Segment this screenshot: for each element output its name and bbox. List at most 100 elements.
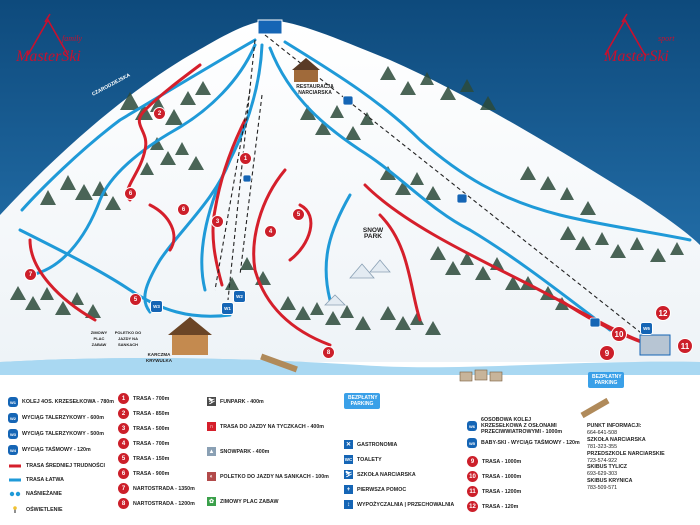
legend-label: TRASA ŚREDNIEJ TRUDNOŚCI (26, 463, 105, 469)
logo-left-brand: Master (16, 48, 62, 65)
legend-trail-10: 10 TRASA - 1000m (467, 471, 521, 482)
legend-label: TRASA ŁATWA (26, 477, 64, 483)
contact-ski-school-phone: 781-323-355 (587, 443, 618, 450)
legend-label: PIERWSZA POMOC (357, 486, 407, 493)
contact-info-phone: 664-641-508 (587, 429, 618, 436)
rental-icon: ↕ (344, 500, 353, 509)
legend-ski-school: ⛷ SZKOŁA NARCIARSKA (344, 470, 416, 479)
lift-lines (214, 34, 651, 341)
lift-badge: W5 (467, 438, 477, 448)
parking-label-bottom: BEZPŁATNY PARKING (588, 372, 624, 388)
trail-badge: 6 (118, 468, 129, 479)
legend-trail-1: 1 TRASA - 700m (118, 393, 169, 404)
map-trail-2: 2 (153, 107, 166, 120)
wc-icon: WC (344, 455, 353, 464)
map-trail-1: 1 (239, 152, 252, 165)
trail-badge: 1 (118, 393, 129, 404)
legend-label: BABY-SKI - WYCIĄG TAŚMOWY - 120m (481, 440, 580, 446)
legend-label: TRASA - 850m (133, 410, 170, 417)
snowpark-icon: ▲ (207, 447, 216, 456)
legend-label: SZKOŁA NARCIARSKA (357, 471, 416, 478)
label-karczma: KARCZMA KRYWULKA (145, 352, 173, 363)
houses (459, 369, 503, 382)
legend-trail-9: 9 TRASA - 1000m (467, 456, 521, 467)
legend-tube: ∩TRASA DO JAZDY NA TYCZKACH - 400m (207, 422, 324, 431)
legend-label: TRASA - 1000m (482, 458, 522, 465)
legend-label: GASTRONOMIA (357, 441, 398, 448)
legend-lift-w3: W3 WYCIĄG TALERZYKOWY - 500m (8, 429, 104, 439)
logo-left-mark (27, 13, 69, 56)
trail-badge: 3 (118, 423, 129, 434)
lift-badge: W3 (8, 429, 18, 439)
map-trail-5b: 5 (129, 293, 142, 306)
logo-left: MasterSki (16, 48, 81, 66)
map-trail-3: 3 (211, 215, 224, 228)
legend-label: TRASA DO JAZDY NA TYCZKACH - 400m (220, 423, 324, 430)
snowpark-features (324, 259, 391, 306)
legend-label: WYPOŻYCZALNIA | PRZECHOWALNIA (357, 501, 455, 508)
label-snowpark: SNOW PARK (362, 227, 384, 240)
legend-label: WYCIĄG TALERZYKOWY - 600m (22, 415, 104, 421)
sled-icon: ◐ (207, 472, 216, 481)
trail-badge: 5 (118, 453, 129, 464)
restaurant-building (292, 58, 320, 82)
lift-badge: W2 (8, 413, 18, 423)
map-trail-6: 6 (124, 187, 137, 200)
legend-label: WYCIĄG TAŚMOWY - 120m (22, 447, 91, 453)
contact-title: PUNKT INFORMACJI: (587, 423, 642, 429)
intermediate-trails (28, 63, 652, 347)
legend-label: 6OSOBOWA KOLEJ KRZESEŁKOWA Z OSŁONAMI PR… (481, 417, 563, 435)
contact-ski-school: SZKOŁA NARCIARSKA (587, 436, 646, 443)
trail-badge: 10 (467, 471, 478, 482)
legend-sled: ◐ POLETKO DO JAZDY NA SANKACH - 100m (207, 472, 329, 481)
legend-label: SNOWPARK - 400m (220, 448, 270, 455)
legend-label: TRASA - 900m (133, 470, 170, 477)
map-trail-9: 9 (599, 345, 615, 361)
trail-badge: 2 (118, 408, 129, 419)
logo-left-brand-accent: Ski (61, 48, 81, 65)
contact-skibus-tylicz: SKIBUS TYLICZ (587, 464, 628, 471)
legend-label: FUNPARK - 400m (220, 398, 264, 405)
legend-trail-6: 6 TRASA - 900m (118, 468, 169, 479)
trail-badge: 4 (118, 438, 129, 449)
legend-label: TRASA - 700m (133, 395, 170, 402)
blue-line-icon (9, 478, 21, 482)
bottom-station (639, 334, 671, 356)
top-station (257, 19, 283, 35)
map-trail-8: 8 (322, 346, 335, 359)
trail-badge: 7 (118, 483, 129, 494)
legend-rental: ↕ WYPOŻYCZALNIA | PRZECHOWALNIA (344, 500, 454, 509)
legend-label: POLETKO DO JAZDY NA SANKACH - 100m (220, 473, 329, 480)
legend-label: ZIMOWY PLAC ZABAW (220, 498, 279, 505)
legend-funpark: ⛷FUNPARK - 400m (207, 397, 264, 406)
contact-kindergarten: PRZEDSZKOLE NARCIARSKIE (587, 450, 665, 457)
legend-label: NARTOSTRADA - 1200m (133, 500, 195, 507)
map-lift-w3: W3 (150, 300, 163, 313)
map-trail-10: 10 (611, 326, 627, 342)
legend-blue-trail: TRASA ŁATWA (8, 476, 64, 484)
legend-parking: BEZPŁATNY PARKING (344, 393, 380, 409)
logo-right-brand: Master (604, 48, 650, 65)
map-trail-4: 4 (264, 225, 277, 238)
label-poletko: POLETKO DO JAZDY NA SANKACH (114, 330, 142, 347)
legend-red-trail: TRASA ŚREDNIEJ TRUDNOŚCI (8, 462, 105, 470)
legend-label: WYCIĄG TALERZYKOWY - 500m (22, 431, 104, 437)
easy-trails (18, 38, 692, 332)
trail-badge: 9 (467, 456, 478, 467)
skier-icon: ⛷ (344, 470, 353, 479)
map-trail-7: 7 (24, 268, 37, 281)
logo-right: MasterSki (604, 48, 669, 66)
legend-label: TRASA - 1000m (482, 473, 522, 480)
contact-skibus-krynica: SKIBUS KRYNICA (587, 478, 633, 485)
legend-label: TRASA - 120m (482, 503, 519, 510)
